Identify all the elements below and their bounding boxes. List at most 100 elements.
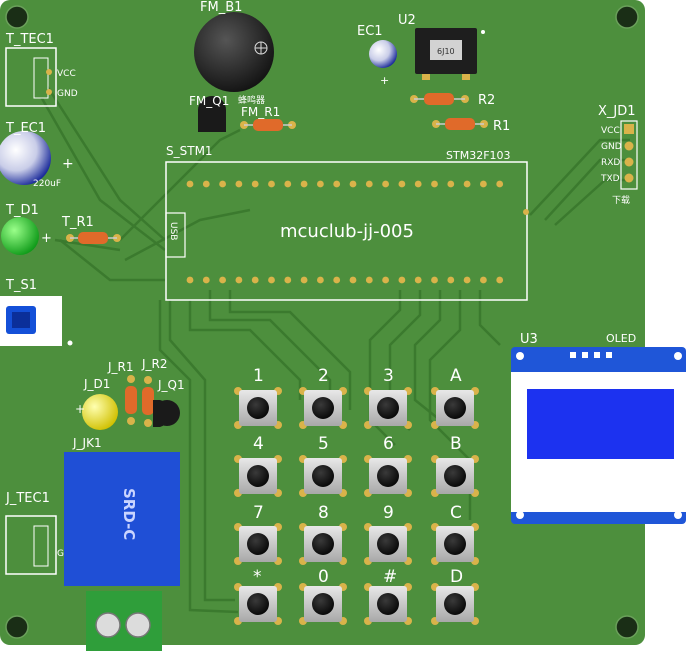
stm-pin-top — [317, 180, 324, 188]
r1-resistor — [432, 118, 488, 130]
stm-pin-bottom — [365, 276, 373, 284]
fm-r1-resistor — [240, 119, 296, 131]
stm-pin-top — [186, 180, 194, 188]
key-button[interactable] — [431, 455, 479, 497]
svg-text:+: + — [62, 156, 74, 172]
stm-pin-bottom — [251, 276, 259, 284]
key-label: 2 — [318, 366, 329, 386]
stm-pin-top — [349, 180, 357, 188]
t-r1-resistor — [66, 232, 121, 244]
key-button[interactable] — [234, 455, 282, 497]
usb-label: USB — [168, 222, 178, 240]
key-button[interactable] — [299, 455, 347, 497]
stm32-pin-rows — [186, 180, 504, 284]
key-label: # — [383, 567, 397, 587]
key-button[interactable] — [364, 583, 412, 625]
u3-oled-display — [511, 347, 686, 524]
t-s1-switch[interactable] — [0, 296, 73, 346]
stm-pin-bottom — [414, 276, 422, 284]
stm-pin-top — [333, 180, 341, 188]
stm-pin-top — [463, 180, 471, 188]
traces — [38, 74, 630, 614]
stm-pin-bottom — [219, 276, 227, 284]
label-j-jk1: J_JK1 — [72, 436, 102, 450]
download-text: 下载 — [612, 194, 630, 206]
j-tec1-sensor — [5, 515, 57, 575]
stm-pin-bottom — [480, 276, 487, 284]
stm-pin-top — [382, 180, 389, 188]
x-jd1-header — [620, 120, 638, 190]
label-fm-b1: FM_B1 — [200, 0, 242, 15]
label-r2: R2 — [478, 93, 495, 108]
pin-rxd-x-jd1: RXD — [601, 158, 620, 168]
label-s-stm1: S_STM1 — [166, 144, 213, 158]
key-label: D — [450, 567, 463, 587]
oled-label: OLED — [606, 332, 636, 345]
stm-pin-top — [202, 180, 210, 188]
board-title: mcuclub-jj-005 — [280, 221, 414, 242]
label-j-q1: J_Q1 — [157, 378, 185, 392]
buzzer-chinese-text: 蜂鸣器 — [238, 94, 265, 106]
t-d1-green-led — [1, 217, 39, 255]
j-jk1-relay: SRD-C — [64, 452, 180, 586]
stm-pin-bottom — [300, 276, 308, 284]
key-button[interactable] — [299, 387, 347, 429]
key-label: 7 — [253, 503, 264, 523]
key-button[interactable] — [299, 523, 347, 565]
stm-pin-top — [447, 180, 455, 188]
label-t-tec1: T_TEC1 — [5, 32, 54, 47]
key-button[interactable] — [364, 455, 412, 497]
fm-q1-transistor — [198, 96, 226, 132]
stm-pin-bottom — [349, 276, 357, 284]
svg-text:+: + — [380, 74, 389, 87]
label-fm-q1: FM_Q1 — [189, 94, 229, 108]
pin-vcc-x-jd1: VCC — [601, 126, 620, 136]
label-j-r2: J_R2 — [141, 357, 168, 371]
label-u3: U3 — [520, 332, 538, 347]
stm-pin-top — [365, 180, 373, 188]
pin-gnd-x-jd1: GND — [601, 142, 622, 152]
r2-resistor — [410, 93, 469, 105]
stm-pin-bottom — [317, 276, 324, 284]
stm-pin-bottom — [447, 276, 455, 284]
stm-pin-bottom — [268, 276, 275, 284]
t-ec1-capacitor: + — [0, 131, 74, 185]
u2-chip: 6J10 — [415, 28, 485, 80]
label-ec1: EC1 — [357, 24, 383, 39]
stm-pin-bottom — [496, 276, 504, 284]
fm-b1-buzzer — [194, 12, 274, 92]
key-label: 9 — [383, 503, 394, 523]
key-button[interactable] — [234, 387, 282, 429]
key-button[interactable] — [431, 583, 479, 625]
key-label: C — [450, 503, 462, 523]
key-button[interactable] — [234, 523, 282, 565]
stm-pin-top — [284, 180, 292, 188]
stm-pin-bottom — [235, 276, 243, 284]
key-button[interactable] — [364, 387, 412, 429]
mcu-label: STM32F103 — [446, 149, 511, 162]
svg-text:6J10: 6J10 — [437, 47, 455, 56]
key-button[interactable] — [234, 583, 282, 625]
stm-pin-top — [251, 180, 259, 188]
stm-pin-top — [398, 180, 406, 188]
key-button[interactable] — [299, 583, 347, 625]
svg-text:+: + — [41, 231, 52, 246]
j-q1-transistor — [153, 400, 180, 427]
pin-gnd-t-tec1: GND — [57, 89, 78, 99]
stm-pin-top — [235, 180, 243, 188]
key-label: 1 — [253, 366, 264, 386]
label-x-jd1: X_JD1 — [598, 104, 636, 119]
stm-pin-bottom — [463, 276, 471, 284]
key-button[interactable] — [431, 523, 479, 565]
key-button[interactable] — [364, 523, 412, 565]
key-label: 5 — [318, 434, 329, 454]
key-label: A — [450, 366, 462, 386]
key-label: 0 — [318, 567, 329, 587]
key-button[interactable] — [431, 387, 479, 429]
stm-pin-bottom — [382, 276, 389, 284]
j-r2-resistor — [142, 376, 154, 427]
key-label: 6 — [383, 434, 394, 454]
stm-pin-top — [268, 180, 275, 188]
pin-vcc-t-tec1: VCC — [57, 69, 76, 79]
